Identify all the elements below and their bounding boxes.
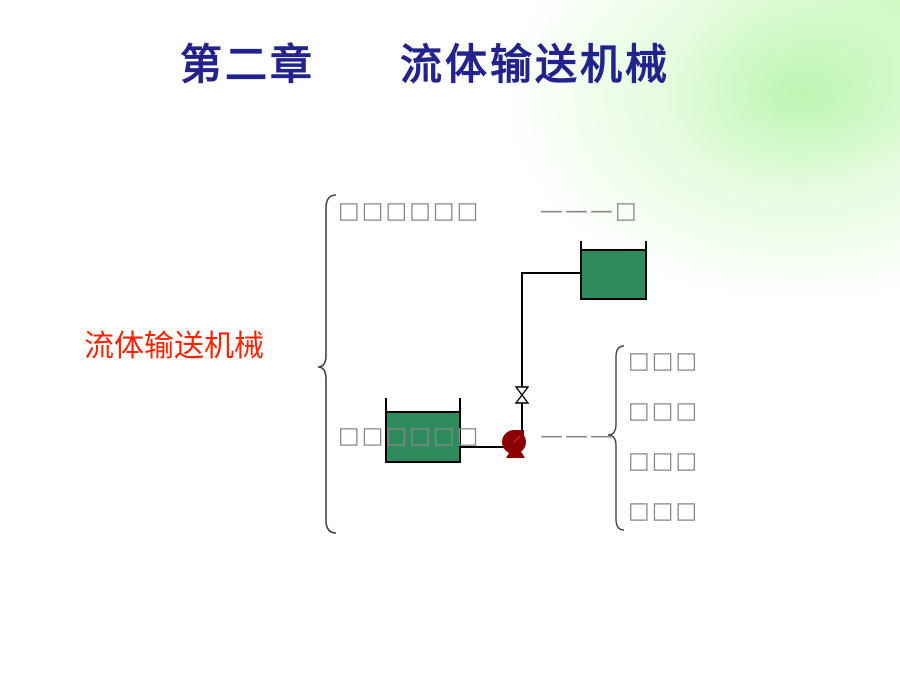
- sub-brace: [607, 345, 625, 531]
- sub-item-4: □□□: [628, 498, 700, 524]
- branch-top-label: □□□□□□: [338, 198, 481, 224]
- sub-item-3: □□□: [628, 448, 700, 474]
- branch-bottom-label: □□□□□□: [338, 423, 481, 449]
- pump-icon: [502, 430, 526, 458]
- main-label: 流体输送机械: [84, 329, 264, 364]
- valve-icon: [514, 386, 530, 404]
- sub-item-2: □□□: [628, 398, 700, 424]
- sub-item-1: □□□: [628, 348, 700, 374]
- title-topic: 流体输送机械: [400, 40, 671, 89]
- title-chapter: 第二章: [180, 40, 316, 89]
- lower-tank: [385, 398, 461, 463]
- branch-top-suffix: ———□: [540, 198, 639, 224]
- main-brace: [317, 194, 337, 534]
- upper-tank: [580, 241, 647, 300]
- branch-bottom-suffix: ———: [540, 423, 615, 449]
